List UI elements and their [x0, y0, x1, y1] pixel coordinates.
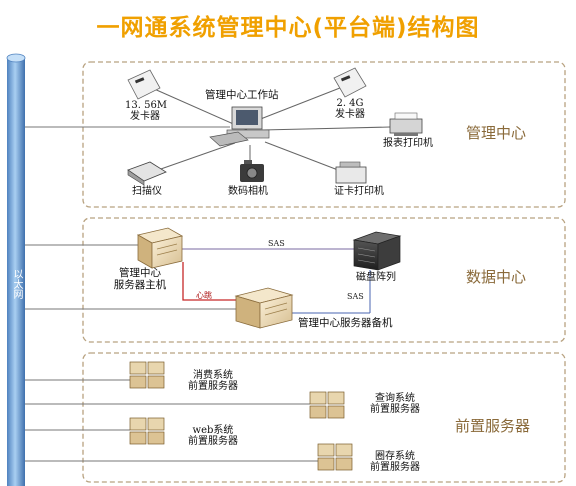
query-server-label: 查询系统 前置服务器 — [370, 393, 420, 415]
consume-server-label: 消费系统 前置服务器 — [188, 370, 238, 392]
sas-top-label: SAS — [268, 239, 285, 248]
data-center-section-box — [82, 217, 566, 343]
section-label-data: 数据中心 — [466, 268, 527, 286]
consume-server-icon — [129, 361, 165, 389]
card-issuer-2-icon — [333, 67, 367, 98]
card-issuer-2-label: 2. 4G 发卡器 — [335, 98, 365, 120]
workstation-icon — [209, 106, 270, 147]
management-links — [151, 85, 391, 171]
heartbeat-label: 心跳 — [196, 291, 212, 300]
disk-array-label: 磁盘阵列 — [356, 272, 396, 283]
report-printer-icon — [389, 112, 423, 136]
bus-links — [25, 126, 318, 462]
ethernet-label: 以太网 — [11, 269, 22, 299]
card-issuer-1-icon — [127, 69, 161, 100]
disk-array-icon — [352, 231, 402, 271]
scanner-icon — [127, 161, 167, 186]
heartbeat-link — [182, 262, 236, 301]
deposit-server-icon — [317, 443, 353, 471]
deposit-server-label: 圈存系统 前置服务器 — [370, 451, 420, 473]
diagram-title: 一网通系统管理中心(平台端)结构图 — [96, 15, 480, 41]
sas-right-label: SAS — [347, 292, 364, 301]
camera-icon — [240, 160, 264, 182]
camera-label: 数码相机 — [228, 186, 268, 197]
query-server-icon — [309, 391, 345, 419]
report-printer-label: 报表打印机 — [383, 138, 433, 149]
scanner-label: 扫描仪 — [132, 186, 162, 197]
section-label-frontend: 前置服务器 — [455, 417, 531, 435]
card-issuer-1-label: 13. 56M 发卡器 — [125, 100, 168, 122]
backup-server-label: 管理中心服务器备机 — [298, 317, 393, 329]
ethernet-bus — [6, 53, 26, 486]
sas-link-right — [292, 270, 371, 314]
web-server-label: web系统 前置服务器 — [188, 425, 238, 447]
main-server-icon — [136, 227, 184, 269]
main-server-label: 管理中心 服务器主机 — [113, 267, 167, 291]
section-label-management: 管理中心 — [466, 124, 527, 142]
frontend-section-box — [82, 352, 566, 483]
management-section-box — [82, 61, 566, 208]
card-printer-icon — [335, 161, 367, 184]
workstation-label: 管理中心工作站 — [205, 89, 279, 101]
card-printer-label: 证卡打印机 — [334, 186, 384, 197]
backup-server-icon — [234, 287, 294, 329]
web-server-icon — [129, 417, 165, 445]
